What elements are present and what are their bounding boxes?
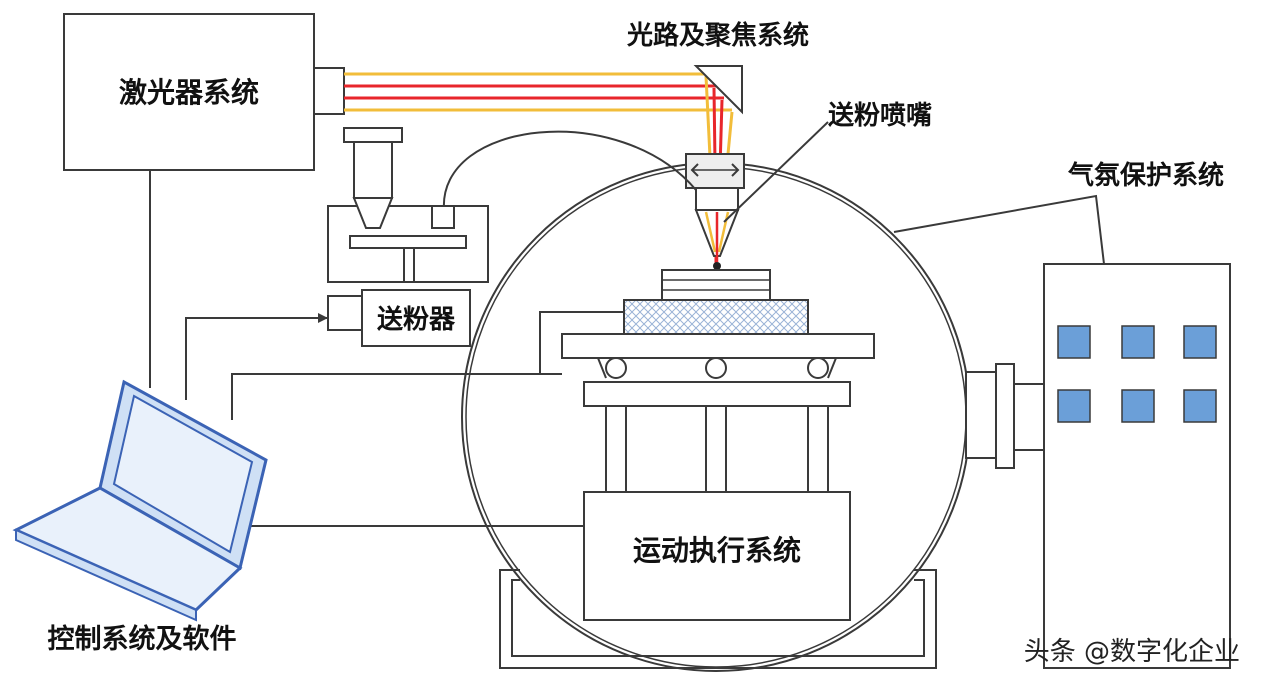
substrate-plate (623, 299, 809, 335)
powder-feeder-assembly (327, 127, 489, 347)
nozzle-leader-line (723, 121, 829, 223)
cabinet-windows (1057, 325, 1217, 423)
upper-stage-plate (561, 333, 875, 359)
control-system-label: 控制系统及软件 (48, 623, 237, 655)
laptop (12, 379, 268, 622)
powder-nozzle (695, 187, 739, 211)
powder-nozzle-label: 送粉喷嘴 (828, 101, 932, 131)
motion-system-box (583, 491, 851, 621)
laser-system-box (63, 13, 315, 171)
powder-hose (442, 130, 697, 211)
gas-protection-label: 气氛保护系统 (1067, 160, 1224, 191)
motion-system-label: 运动执行系统 (633, 534, 801, 567)
melt-point (713, 262, 721, 270)
laser-system-label: 激光器系统 (119, 76, 259, 109)
work-table (661, 269, 771, 301)
focusing-lens (685, 153, 745, 189)
gas-leader-line (893, 194, 1105, 265)
gas-port (965, 371, 997, 459)
control-wiring (149, 170, 624, 527)
chamber-stand (499, 569, 937, 669)
gas-protection-cabinet (1043, 263, 1231, 669)
lower-stage-plate (583, 381, 851, 407)
laser-output-port (313, 67, 345, 115)
powder-feeder-label: 送粉器 (377, 305, 456, 335)
optics-system-label: 光路及聚焦系统 (626, 20, 809, 51)
mirror-prism (693, 65, 743, 115)
watermark: 头条 @数字化企业 (1024, 637, 1240, 667)
